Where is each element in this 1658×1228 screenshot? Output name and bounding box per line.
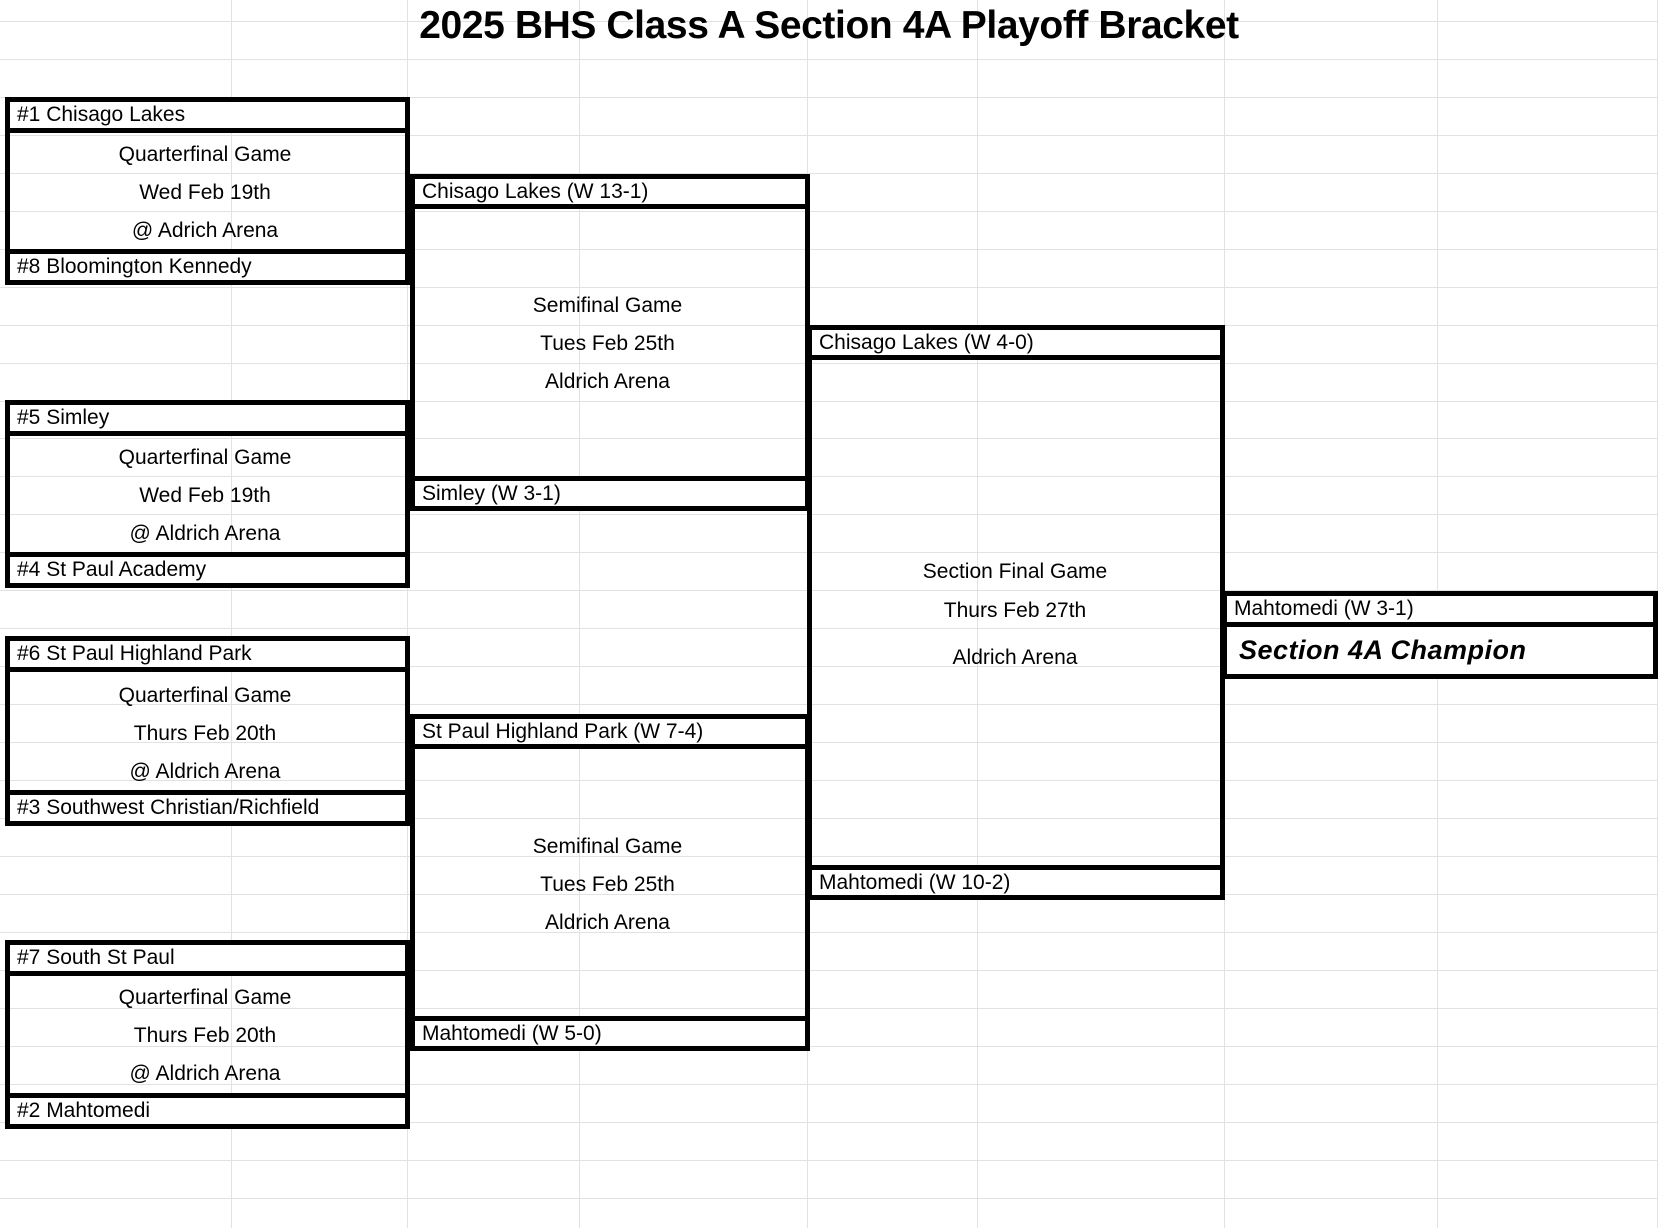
gridline-v bbox=[579, 0, 580, 1228]
bracket-connector-qf4 bbox=[5, 974, 410, 1096]
game-venue-qf3: @ Aldrich Arena bbox=[129, 760, 281, 783]
game-label-sf1: Semifinal Game bbox=[532, 294, 683, 317]
gridline-h bbox=[0, 856, 1658, 857]
game-label-section-final: Section Final Game bbox=[922, 560, 1108, 583]
round2-winner-4[interactable]: Mahtomedi (W 5-0) bbox=[410, 1016, 810, 1051]
gridline-v bbox=[407, 0, 408, 1228]
seed-slot-4[interactable]: #4 St Paul Academy bbox=[5, 552, 410, 588]
gridline-h bbox=[0, 1008, 1658, 1009]
game-label-qf1: Quarterfinal Game bbox=[118, 143, 292, 166]
gridline-h bbox=[0, 287, 1658, 288]
gridline-h bbox=[0, 363, 1658, 364]
gridline-h bbox=[0, 21, 1658, 22]
game-venue-sf1: Aldrich Arena bbox=[545, 370, 670, 393]
game-date-qf1: Wed Feb 19th bbox=[139, 181, 271, 204]
round2-winner-1[interactable]: Chisago Lakes (W 13-1) bbox=[410, 174, 810, 209]
game-date-qf4: Thurs Feb 20th bbox=[133, 1024, 277, 1047]
gridline-h bbox=[0, 780, 1658, 781]
round3-winner-2[interactable]: Mahtomedi (W 10-2) bbox=[807, 865, 1225, 900]
round2-winner-3[interactable]: St Paul Highland Park (W 7-4) bbox=[410, 714, 810, 749]
gridline-h bbox=[0, 249, 1658, 250]
round3-winner-1[interactable]: Chisago Lakes (W 4-0) bbox=[807, 325, 1225, 360]
seed-slot-1[interactable]: #1 Chisago Lakes bbox=[5, 97, 410, 133]
gridline-h bbox=[0, 704, 1658, 705]
gridline-h bbox=[0, 628, 1658, 629]
game-venue-section-final: Aldrich Arena bbox=[952, 646, 1078, 669]
seed-slot-7[interactable]: #7 South St Paul bbox=[5, 940, 410, 976]
game-label-qf3: Quarterfinal Game bbox=[118, 684, 292, 707]
gridline-h bbox=[0, 211, 1658, 212]
gridline-h bbox=[0, 97, 1658, 98]
champion-winner[interactable]: Mahtomedi (W 3-1) bbox=[1222, 591, 1658, 627]
gridline-h bbox=[0, 818, 1658, 819]
gridline-h bbox=[0, 173, 1658, 174]
seed-slot-8[interactable]: #8 Bloomington Kennedy bbox=[5, 249, 410, 285]
champion-label: Section 4A Champion bbox=[1222, 627, 1658, 679]
bracket-connector-qf1 bbox=[5, 131, 410, 253]
bracket-connector-qf3 bbox=[5, 670, 410, 792]
gridline-h bbox=[0, 742, 1658, 743]
gridline-h bbox=[0, 59, 1658, 60]
game-date-qf3: Thurs Feb 20th bbox=[133, 722, 277, 745]
game-label-qf2: Quarterfinal Game bbox=[118, 446, 292, 469]
game-date-sf2: Tues Feb 25th bbox=[540, 873, 675, 896]
gridline-h bbox=[0, 552, 1658, 553]
game-date-section-final: Thurs Feb 27th bbox=[943, 599, 1087, 622]
bracket-connector-qf2 bbox=[5, 434, 410, 556]
gridline-h bbox=[0, 438, 1658, 439]
gridline-h bbox=[0, 476, 1658, 477]
gridline-h bbox=[0, 970, 1658, 971]
gridline-v bbox=[977, 0, 978, 1228]
gridline-h bbox=[0, 590, 1658, 591]
gridline-v bbox=[231, 0, 232, 1228]
seed-slot-2[interactable]: #2 Mahtomedi bbox=[5, 1093, 410, 1129]
gridline-h bbox=[0, 1046, 1658, 1047]
gridline-h bbox=[0, 514, 1658, 515]
gridline-h bbox=[0, 932, 1658, 933]
seed-slot-3[interactable]: #3 Southwest Christian/Richfield bbox=[5, 790, 410, 826]
game-label-sf2: Semifinal Game bbox=[532, 835, 683, 858]
gridline-h bbox=[0, 135, 1658, 136]
game-venue-sf2: Aldrich Arena bbox=[545, 911, 670, 934]
page-title: 2025 BHS Class A Section 4A Playoff Brac… bbox=[419, 4, 1239, 47]
seed-slot-5[interactable]: #5 Simley bbox=[5, 400, 410, 436]
gridline-h bbox=[0, 666, 1658, 667]
seed-slot-6[interactable]: #6 St Paul Highland Park bbox=[5, 636, 410, 672]
gridline-h bbox=[0, 1160, 1658, 1161]
round2-winner-2[interactable]: Simley (W 3-1) bbox=[410, 476, 810, 511]
gridline-h bbox=[0, 1122, 1658, 1123]
game-date-sf1: Tues Feb 25th bbox=[540, 332, 675, 355]
game-venue-qf1: @ Adrich Arena bbox=[131, 219, 279, 242]
game-venue-qf4: @ Aldrich Arena bbox=[129, 1062, 281, 1085]
gridline-h bbox=[0, 401, 1658, 402]
game-label-qf4: Quarterfinal Game bbox=[118, 986, 292, 1009]
game-date-qf2: Wed Feb 19th bbox=[139, 484, 271, 507]
gridline-h bbox=[0, 1198, 1658, 1199]
game-venue-qf2: @ Aldrich Arena bbox=[129, 522, 281, 545]
gridline-h bbox=[0, 1084, 1658, 1085]
